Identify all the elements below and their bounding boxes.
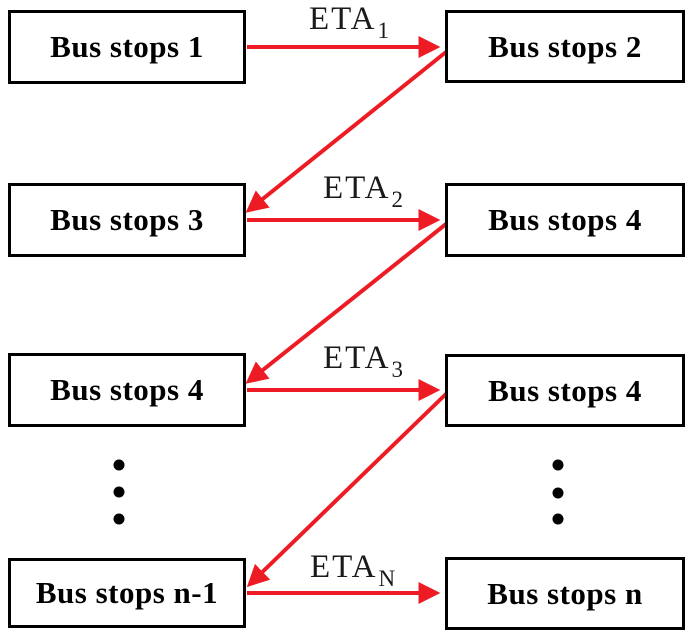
node-bus-stops-n: Bus stops n: [445, 557, 685, 630]
ellipsis-dot-left: [113, 486, 125, 498]
node-label: Bus stops n-1: [35, 575, 219, 610]
edge-arrow-n4-n5: [245, 222, 448, 384]
edge-label-eta-3: ETA3: [323, 340, 403, 382]
edge-label-base: ETA: [323, 170, 391, 206]
node-bus-stops-n-1: Bus stops n-1: [8, 558, 246, 628]
ellipsis-dot-right: [552, 513, 564, 525]
edge-label-eta-1: ETA1: [309, 1, 389, 43]
edge-label-eta-n: ETAN: [310, 549, 395, 591]
edge-label-subscript: 1: [377, 18, 390, 43]
node-label: Bus stops n: [487, 575, 643, 611]
edge-arrow-n6-n7: [246, 391, 449, 588]
node-bus-stops-4-row2: Bus stops 4: [445, 183, 685, 257]
node-label: Bus stops 4: [50, 372, 204, 407]
node-label: Bus stops 2: [488, 28, 642, 64]
node-bus-stops-3: Bus stops 3: [8, 183, 246, 257]
node-bus-stops-4-row3-left: Bus stops 4: [8, 353, 246, 427]
node-label: Bus stops 4: [488, 202, 642, 237]
ellipsis-dot-left: [113, 459, 125, 471]
node-bus-stops-1: Bus stops 1: [8, 10, 246, 84]
ellipsis-dot-right: [552, 487, 564, 499]
node-label: Bus stops 1: [50, 29, 204, 64]
node-bus-stops-2: Bus stops 2: [445, 10, 685, 83]
edge-label-subscript: 3: [391, 357, 404, 382]
edge-label-eta-2: ETA2: [323, 170, 403, 212]
node-bus-stops-4-row3-right: Bus stops 4: [445, 354, 685, 427]
edge-label-subscript: N: [378, 566, 396, 591]
edge-label-base: ETA: [309, 1, 377, 37]
edge-label-base: ETA: [323, 340, 391, 376]
edge-label-subscript: 2: [391, 187, 404, 212]
node-label: Bus stops 3: [50, 202, 204, 237]
node-label: Bus stops 4: [488, 372, 642, 408]
edge-label-base: ETA: [310, 549, 378, 585]
edge-arrow-n2-n3: [245, 50, 448, 213]
ellipsis-dot-right: [552, 459, 564, 471]
ellipsis-dot-left: [113, 513, 125, 525]
